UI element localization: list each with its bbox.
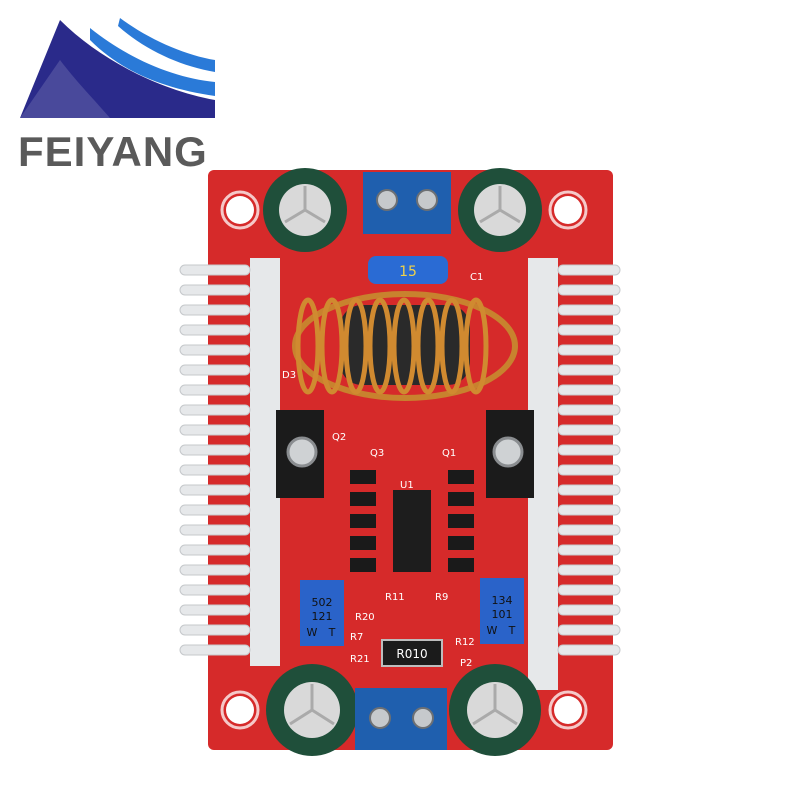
heatsink-fin — [557, 524, 621, 536]
inductor-winding — [439, 297, 465, 395]
ref-c1: C1 — [470, 272, 483, 283]
heatsink-fin — [179, 444, 251, 456]
capacitor-bottom-right — [449, 664, 541, 756]
inductor — [292, 291, 518, 401]
heatsink-fin — [179, 404, 251, 416]
terminal-block-bottom — [355, 688, 447, 750]
heatsink-fin — [557, 444, 621, 456]
heatsink-fin — [557, 564, 621, 576]
heatsink-fin — [557, 464, 621, 476]
heatsink-fin — [557, 604, 621, 616]
heatsink-fin — [179, 424, 251, 436]
heatsink-fin — [557, 324, 621, 336]
heatsink-fin — [179, 504, 251, 516]
pot-left-text-4: T — [328, 626, 336, 639]
potentiometer-right: 134 101 W T — [480, 578, 524, 644]
pot-right-text-3: W — [487, 624, 498, 637]
ref-r11: R11 — [385, 592, 405, 603]
heatsink-fin — [179, 364, 251, 376]
shunt-resistor: R010 — [381, 639, 443, 667]
ref-p2: P2 — [460, 658, 472, 669]
heatsink-fin — [557, 304, 621, 316]
potentiometer-left: 502 121 W T — [300, 580, 344, 646]
inductor-winding — [295, 297, 321, 395]
brand-logo — [20, 18, 215, 118]
heatsink-fin — [557, 264, 621, 276]
inductor-winding — [415, 297, 441, 395]
fuse-label: 15 — [399, 264, 417, 280]
silkscreen-labels: R7 R21 R20 R11 R9 R12 P2 Q2 Q3 Q1 C1 D3 … — [282, 272, 483, 669]
heatsink-fin — [179, 624, 251, 636]
heatsink-fin — [179, 524, 251, 536]
heatsink-fin — [557, 384, 621, 396]
heatsink-fin — [557, 504, 621, 516]
capacitor-top-left — [263, 168, 347, 252]
heatsink-fin — [179, 344, 251, 356]
ic-chip — [393, 490, 431, 572]
heatsink-fin — [179, 284, 251, 296]
pot-right-text-4: T — [508, 624, 516, 637]
pot-left-text-3: W — [307, 626, 318, 639]
heatsink-left — [179, 258, 280, 666]
heatsink-fin — [179, 304, 251, 316]
heatsink-fin — [557, 364, 621, 376]
ref-q3: Q3 — [370, 448, 384, 459]
inductor-winding — [391, 297, 417, 395]
shunt-label: R010 — [396, 647, 427, 661]
ref-r7: R7 — [350, 632, 363, 643]
heatsink-fin — [557, 424, 621, 436]
transistor-right — [486, 410, 534, 498]
heatsink-fin — [179, 584, 251, 596]
heatsink-fin — [557, 644, 621, 656]
heatsink-fin — [557, 344, 621, 356]
inductor-winding — [319, 297, 345, 395]
terminal-block-top — [363, 172, 451, 234]
ref-q1: Q1 — [442, 448, 456, 459]
transistor-left — [276, 410, 324, 498]
heatsink-fin — [179, 464, 251, 476]
pot-left-text-1: 502 — [312, 596, 333, 609]
heatsink-fin — [557, 404, 621, 416]
ref-r21: R21 — [350, 654, 370, 665]
heatsink-fin — [557, 544, 621, 556]
brand-name: FEIYANG — [18, 128, 208, 175]
heatsink-fin — [179, 324, 251, 336]
pot-right-text-2: 101 — [492, 608, 513, 621]
inductor-winding — [367, 297, 393, 395]
inductor-winding — [343, 297, 369, 395]
heatsink-fin — [179, 384, 251, 396]
heatsink-fin — [179, 544, 251, 556]
heatsink-fin — [557, 624, 621, 636]
pot-left-text-2: 121 — [312, 610, 333, 623]
heatsink-fin — [179, 644, 251, 656]
inductor-winding — [463, 297, 489, 395]
ref-u1: U1 — [400, 480, 414, 491]
heatsink-fin — [179, 264, 251, 276]
heatsink-fin — [179, 604, 251, 616]
ref-r9: R9 — [435, 592, 448, 603]
heatsink-fin — [557, 584, 621, 596]
capacitor-top-right — [458, 168, 542, 252]
ref-d3: D3 — [282, 370, 296, 381]
capacitor-bottom-left — [266, 664, 358, 756]
ref-r12: R12 — [455, 637, 475, 648]
heatsink-fin — [557, 484, 621, 496]
heatsink-fin — [557, 284, 621, 296]
pot-right-text-1: 134 — [492, 594, 513, 607]
smd-components — [350, 470, 474, 572]
heatsink-fin — [179, 564, 251, 576]
fuse: 15 — [368, 256, 448, 284]
ref-r20: R20 — [355, 612, 375, 623]
heatsink-fin — [179, 484, 251, 496]
ref-q2: Q2 — [332, 432, 346, 443]
